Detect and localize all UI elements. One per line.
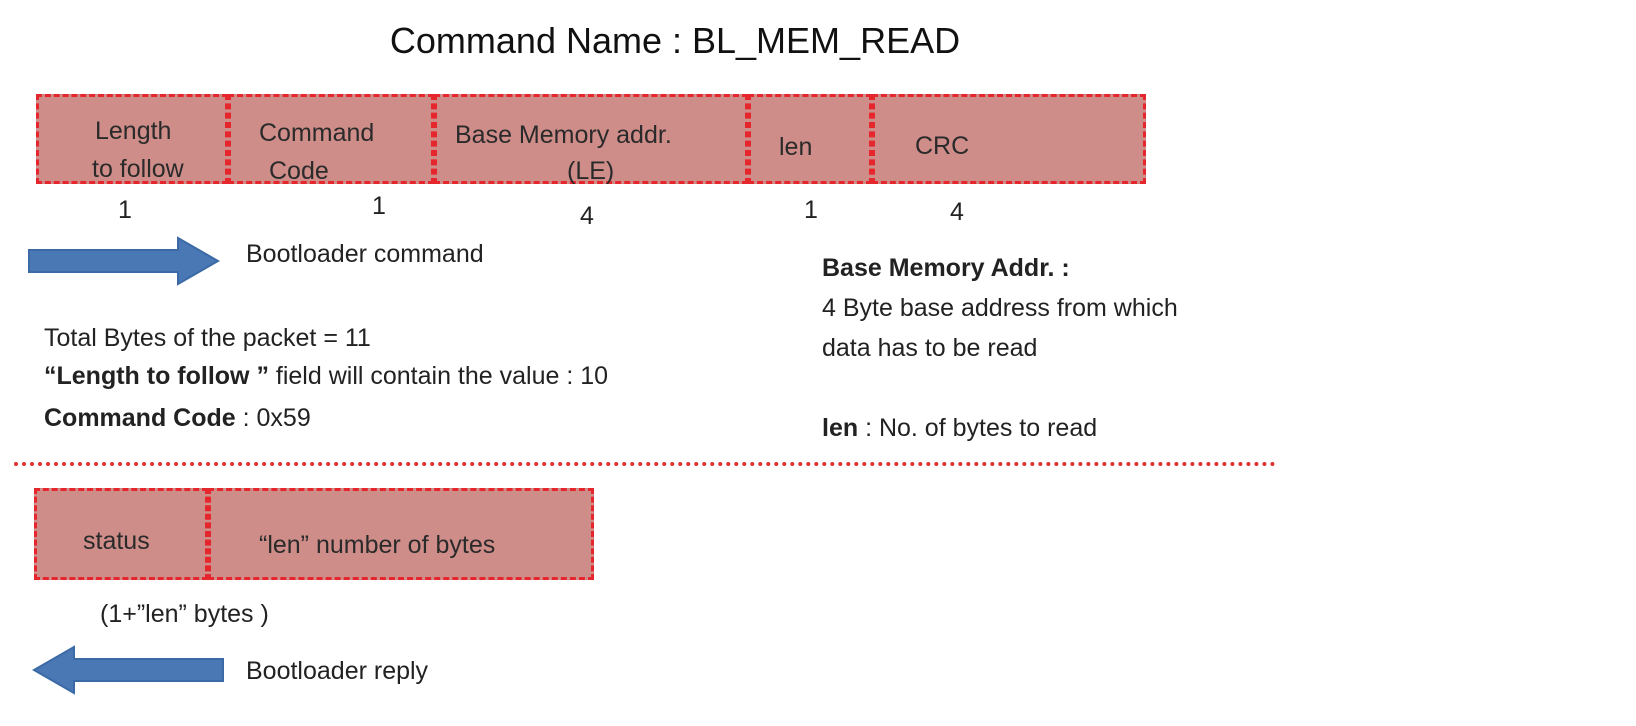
command-code-text: Command Code : 0x59 [44,404,311,433]
field-label-line: len [779,133,813,161]
field-size: 1 [118,196,132,224]
field-len-bytes: “len” number of bytes [208,488,594,580]
command-code-value: : 0x59 [235,404,311,432]
field-label-line: Code [269,157,329,185]
bootloader-command-label: Bootloader command [246,240,484,268]
field-label-line: CRC [915,132,970,160]
reply-size-label: (1+”len” bytes ) [100,600,269,628]
base-memory-addr-heading: Base Memory Addr. : [822,254,1070,282]
length-to-follow-value: field will contain the value : 10 [268,362,609,390]
field-command-code: Command Code [228,94,434,185]
field-crc: CRC [872,94,1146,184]
bootloader-reply-label: Bootloader reply [246,657,429,685]
page-title: Command Name : BL_MEM_READ [389,20,961,61]
field-status: status [34,488,208,580]
field-label-line: “len” number of bytes [259,531,496,559]
total-bytes-text: Total Bytes of the packet = 11 [44,324,371,352]
len-desc: : No. of bytes to read [858,414,1098,442]
field-size: 4 [580,202,594,230]
field-base-memory-addr: Base Memory addr. (LE) [434,94,748,185]
field-label-line: status [83,527,150,555]
length-to-follow-term: “Length to follow ” [44,362,269,390]
right-arrow-icon [28,236,220,286]
field-label-line: Command [259,119,375,147]
len-note: len : No. of bytes to read [822,414,1097,443]
field-size: 4 [950,198,964,226]
field-label-line: Length [95,117,172,145]
field-label-line: to follow [92,155,184,183]
left-arrow-icon [32,645,224,695]
field-len: len [748,94,872,184]
base-memory-addr-desc-1: 4 Byte base address from which [822,294,1178,322]
base-memory-addr-desc-2: data has to be read [822,334,1038,362]
section-divider [14,462,1276,466]
field-label-line: (LE) [567,157,615,185]
len-term: len [822,414,859,442]
command-code-term: Command Code [44,404,236,432]
field-label-line: Base Memory addr. [455,121,672,149]
length-to-follow-text: “Length to follow ” field will contain t… [44,362,608,391]
field-size: 1 [372,192,386,220]
field-length-to-follow: Length to follow [36,94,228,184]
field-size: 1 [804,196,818,224]
